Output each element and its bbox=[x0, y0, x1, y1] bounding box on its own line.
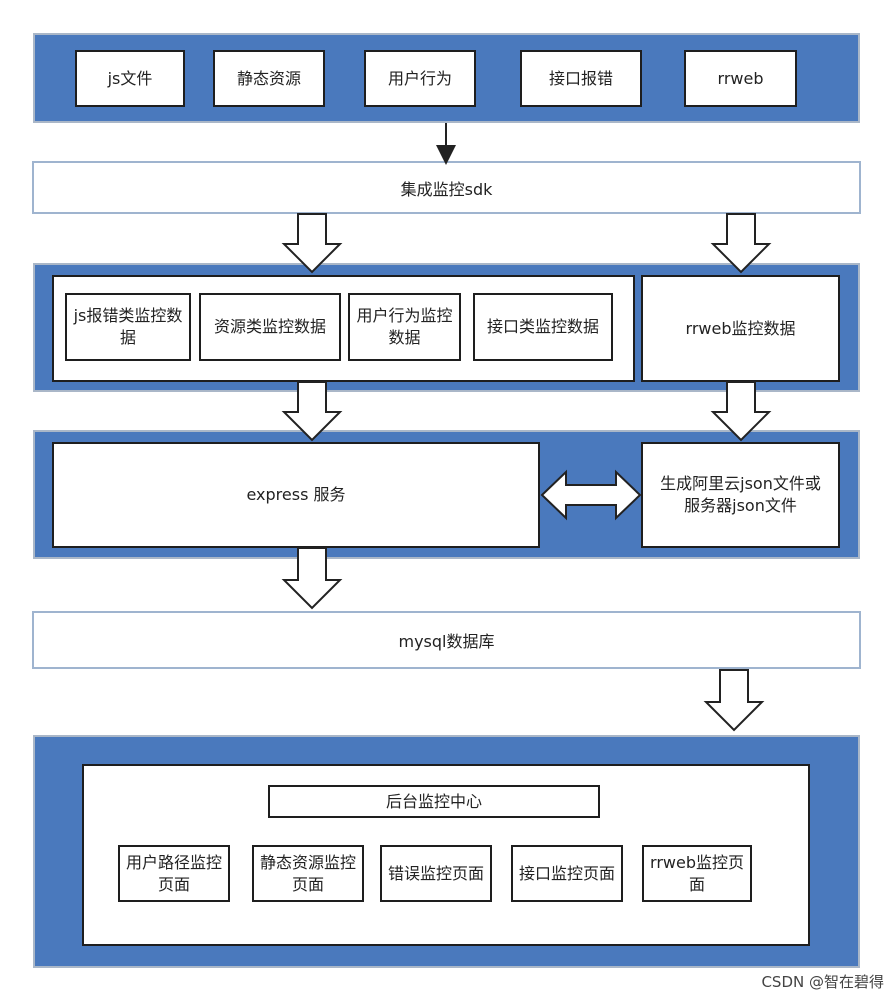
block-arrow-express-to-mysql bbox=[281, 547, 343, 610]
page-static-resource: 静态资源监控页面 bbox=[252, 845, 364, 902]
block-arrow-data-to-express bbox=[281, 381, 343, 442]
source-user-behavior: 用户行为 bbox=[364, 50, 476, 107]
resource-data-box: 资源类监控数据 bbox=[199, 293, 341, 361]
page-api: 接口监控页面 bbox=[511, 845, 623, 902]
rrweb-data-box: rrweb监控数据 bbox=[641, 275, 840, 382]
source-rrweb: rrweb bbox=[684, 50, 797, 107]
source-api-error: 接口报错 bbox=[520, 50, 642, 107]
express-service-box: express 服务 bbox=[52, 442, 540, 548]
source-js-files: js文件 bbox=[75, 50, 185, 107]
watermark: CSDN @智在碧得 bbox=[761, 973, 884, 991]
page-rrweb: rrweb监控页面 bbox=[642, 845, 752, 902]
block-arrow-sdk-to-data-left bbox=[281, 213, 343, 274]
json-file-box: 生成阿里云json文件或服务器json文件 bbox=[641, 442, 840, 548]
sdk-bar: 集成监控sdk bbox=[32, 161, 861, 214]
block-arrow-bidirectional bbox=[540, 469, 642, 521]
api-data-box: 接口类监控数据 bbox=[473, 293, 613, 361]
block-arrow-rrweb-to-json bbox=[710, 381, 772, 442]
mysql-bar: mysql数据库 bbox=[32, 611, 861, 669]
js-error-data-box: js报错类监控数据 bbox=[65, 293, 191, 361]
user-behavior-data-box: 用户行为监控数据 bbox=[348, 293, 461, 361]
admin-center-title: 后台监控中心 bbox=[268, 785, 600, 818]
source-static-resources: 静态资源 bbox=[213, 50, 325, 107]
page-error: 错误监控页面 bbox=[380, 845, 492, 902]
page-user-path: 用户路径监控页面 bbox=[118, 845, 230, 902]
block-arrow-mysql-to-admin bbox=[703, 669, 765, 732]
block-arrow-sdk-to-data-right bbox=[710, 213, 772, 274]
